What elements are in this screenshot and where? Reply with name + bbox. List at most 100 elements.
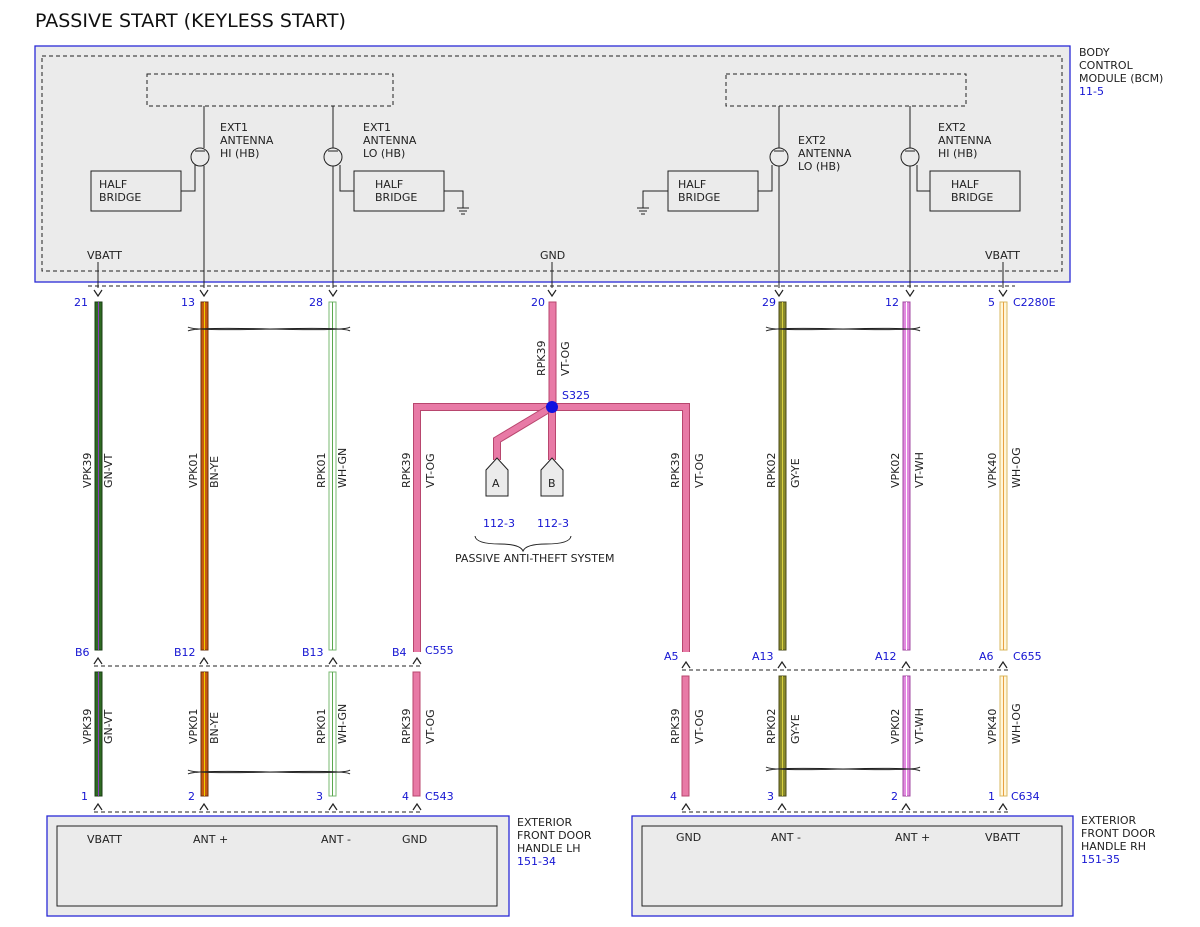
svg-text:VBATT: VBATT (87, 833, 122, 846)
page-title: PASSIVE START (KEYLESS START) (35, 10, 346, 32)
ext1-hi-label: EXT1 ANTENNA HI (HB) (220, 121, 274, 160)
svg-text:VPK01: VPK01 (187, 709, 200, 744)
svg-text:VPK39: VPK39 (81, 453, 94, 488)
svg-text:WH-OG: WH-OG (1010, 447, 1023, 488)
twisted-pair-upper (187, 326, 921, 332)
svg-text:ANTENNA: ANTENNA (798, 147, 852, 160)
svg-text:151-34: 151-34 (517, 855, 556, 868)
handle-lh-label: EXTERIOR FRONT DOOR HANDLE LH 151-34 (517, 816, 592, 868)
svg-text:ANTENNA: ANTENNA (938, 134, 992, 147)
pin-12: 12 (885, 296, 899, 309)
half-bridge-2: HALF BRIDGE (353, 170, 445, 212)
svg-text:EXTERIOR: EXTERIOR (1081, 814, 1137, 827)
pin-29: 29 (762, 296, 776, 309)
bcm-pin-gnd: GND (540, 249, 565, 262)
bcm-internal-wiring (88, 106, 1015, 288)
svg-text:GY-YE: GY-YE (789, 458, 802, 488)
svg-text:A12: A12 (875, 650, 897, 663)
wires-upper (94, 301, 1008, 651)
splice-network (413, 401, 690, 652)
bcm-pin-numbers: 21 13 28 20 29 12 5 C2280E (74, 296, 1056, 309)
pin-21: 21 (74, 296, 88, 309)
svg-text:RPK01: RPK01 (315, 709, 328, 745)
svg-text:1: 1 (988, 790, 995, 803)
svg-text:HI (HB): HI (HB) (220, 147, 259, 160)
handle-rh-module: GND ANT - ANT + VBATT (631, 815, 1074, 917)
svg-text:ANT +: ANT + (193, 833, 228, 846)
half-bridge-4: HALF BRIDGE (929, 170, 1021, 212)
svg-text:GND: GND (676, 831, 701, 844)
svg-text:3: 3 (767, 790, 774, 803)
svg-text:VPK02: VPK02 (889, 453, 902, 488)
handle-rh-label: EXTERIOR FRONT DOOR HANDLE RH 151-35 (1081, 814, 1156, 866)
svg-text:ANT -: ANT - (771, 831, 801, 844)
svg-text:LO (HB): LO (HB) (363, 147, 405, 160)
wire-labels-upper: VPK39 GN-VT VPK01 BN-YE RPK01 WH-GN RPK3… (81, 341, 1023, 489)
svg-text:2: 2 (188, 790, 195, 803)
bcm-name-2: CONTROL (1079, 59, 1134, 72)
wires-lower (94, 671, 1008, 797)
bcm-name-3: MODULE (BCM) (1079, 72, 1163, 85)
svg-text:3: 3 (316, 790, 323, 803)
svg-text:GN-VT: GN-VT (102, 453, 115, 488)
svg-text:VT-OG: VT-OG (424, 453, 437, 488)
svg-text:GN-VT: GN-VT (102, 709, 115, 744)
svg-text:WH-GN: WH-GN (336, 704, 349, 744)
c634-pins: 4 3 2 1 C634 (670, 790, 1040, 803)
svg-text:112-3: 112-3 (483, 517, 515, 530)
twisted-pair-lower (187, 766, 921, 775)
bcm-pin-vbatt-left: VBATT (87, 249, 122, 262)
svg-text:VT-OG: VT-OG (424, 709, 437, 744)
svg-text:2: 2 (891, 790, 898, 803)
svg-text:HALF: HALF (99, 178, 127, 191)
svg-text:RPK02: RPK02 (765, 453, 778, 489)
ext2-hi-label: EXT2 ANTENNA HI (HB) (938, 121, 992, 160)
bcm-connector-id: C2280E (1013, 296, 1056, 309)
half-bridge-1: HALF BRIDGE (90, 170, 182, 212)
svg-text:BRIDGE: BRIDGE (951, 191, 993, 204)
svg-text:BN-YE: BN-YE (208, 712, 221, 744)
svg-text:HANDLE LH: HANDLE LH (517, 842, 580, 855)
svg-text:ANT -: ANT - (321, 833, 351, 846)
connector-arrows (93, 289, 1008, 811)
svg-text:VPK02: VPK02 (889, 709, 902, 744)
svg-text:EXT1: EXT1 (363, 121, 391, 134)
svg-text:FRONT DOOR: FRONT DOOR (517, 829, 592, 842)
c543-pins: 1 2 3 4 C543 (81, 790, 454, 803)
svg-text:ANTENNA: ANTENNA (220, 134, 274, 147)
c655-connector-id: C655 (1013, 650, 1042, 663)
bcm-pin-vbatt-right: VBATT (985, 249, 1020, 262)
svg-text:HALF: HALF (951, 178, 979, 191)
svg-text:1: 1 (81, 790, 88, 803)
c543-connector-id: C543 (425, 790, 454, 803)
svg-text:B4: B4 (392, 646, 407, 659)
c634-connector-id: C634 (1011, 790, 1040, 803)
svg-text:HI (HB): HI (HB) (938, 147, 977, 160)
svg-text:WH-OG: WH-OG (1010, 703, 1023, 744)
svg-text:4: 4 (402, 790, 409, 803)
svg-text:EXT2: EXT2 (938, 121, 966, 134)
svg-text:VT-OG: VT-OG (559, 341, 572, 376)
svg-text:RPK39: RPK39 (669, 453, 682, 489)
svg-text:RPK02: RPK02 (765, 709, 778, 745)
svg-text:VBATT: VBATT (985, 831, 1020, 844)
svg-text:HALF: HALF (375, 178, 403, 191)
bcm-module (34, 45, 1071, 283)
bcm-label: BODY CONTROL MODULE (BCM) 11-5 (1079, 46, 1163, 98)
half-bridge-3: HALF BRIDGE (667, 170, 759, 212)
c655-pins: A5 A13 A12 A6 C655 (664, 650, 1042, 663)
splice-s325-dot (546, 401, 558, 413)
svg-text:EXTERIOR: EXTERIOR (517, 816, 573, 829)
ext1-lo-label: EXT1 ANTENNA LO (HB) (363, 121, 417, 160)
svg-text:VPK40: VPK40 (986, 709, 999, 744)
splice-name: S325 (562, 389, 590, 402)
pats-brace (474, 535, 572, 553)
svg-text:B12: B12 (174, 646, 196, 659)
handle-lh-module: VBATT ANT + ANT - GND (46, 815, 510, 917)
svg-text:A13: A13 (752, 650, 774, 663)
svg-text:EXT2: EXT2 (798, 134, 826, 147)
pin-28: 28 (309, 296, 323, 309)
svg-text:A5: A5 (664, 650, 679, 663)
svg-text:VT-OG: VT-OG (693, 453, 706, 488)
